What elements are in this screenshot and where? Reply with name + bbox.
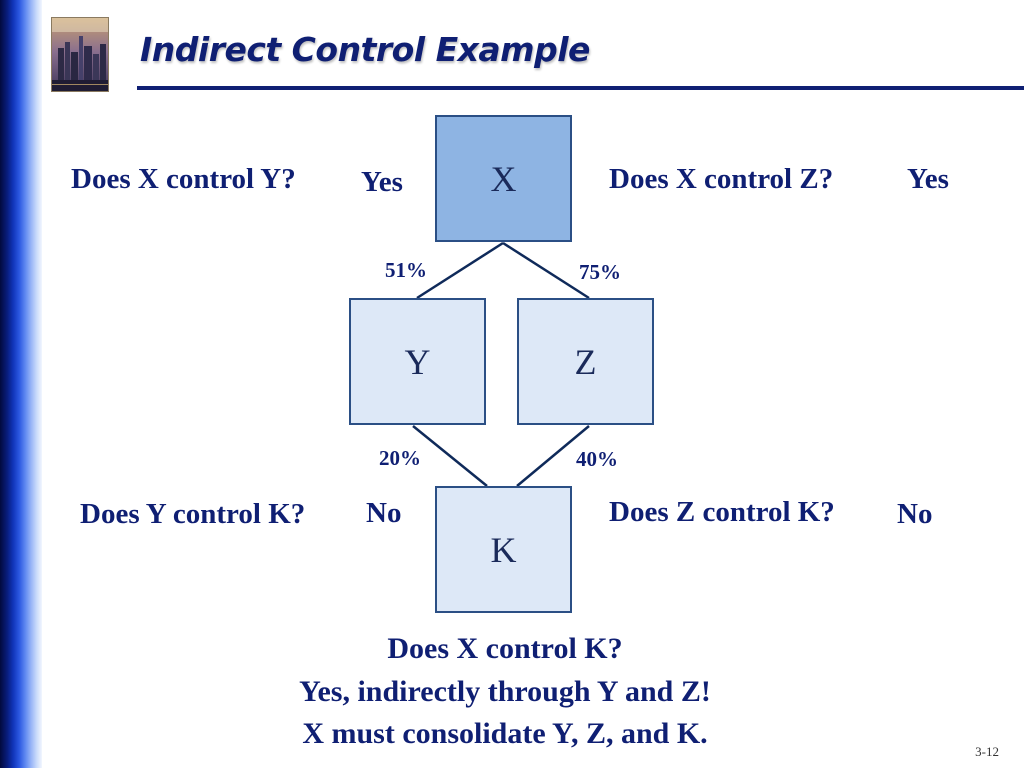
title-underline (137, 86, 1024, 90)
slide-number: 3-12 (975, 744, 999, 759)
answer-x-controls-y: Yes (361, 166, 403, 198)
edge-y-k (412, 425, 488, 487)
question-y-controls-k: Does Y control K? (80, 498, 306, 530)
book-cover-graphic (52, 18, 108, 91)
node-z: Z (517, 298, 654, 425)
question-z-controls-k: Does Z control K? (609, 496, 835, 528)
answer-y-controls-k: No (366, 497, 402, 529)
answer-x-controls-z: Yes (907, 163, 949, 195)
edge-label-x-z: 75% (579, 260, 621, 284)
conclusion-answer: Yes, indirectly through Y and Z! (299, 675, 711, 708)
edge-label-x-y: 51% (385, 258, 427, 282)
edge-label-y-k: 20% (379, 446, 421, 470)
node-x: X (435, 115, 572, 242)
conclusion-consolidation: X must consolidate Y, Z, and K. (302, 717, 708, 750)
node-k: K (435, 486, 572, 613)
question-x-controls-z: Does X control Z? (609, 163, 834, 195)
left-accent-bar (0, 0, 42, 768)
conclusion-question: Does X control K? (387, 632, 623, 665)
slide-title: Indirect Control Example (140, 30, 590, 69)
edge-x-z (502, 241, 590, 300)
edge-x-y (416, 241, 504, 300)
question-x-controls-y: Does X control Y? (71, 163, 296, 195)
edge-label-z-k: 40% (576, 447, 618, 471)
edge-z-k (516, 425, 590, 487)
node-y: Y (349, 298, 486, 425)
answer-z-controls-k: No (897, 498, 933, 530)
textbook-cover-image (51, 17, 109, 92)
